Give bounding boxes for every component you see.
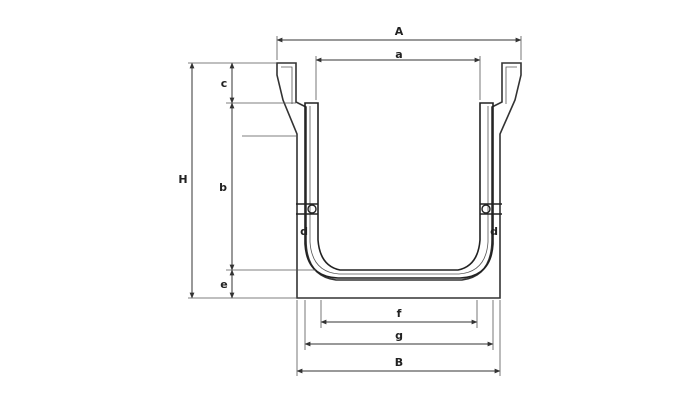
label-e: e [220,278,227,291]
channel-body-inner-line-right [505,66,517,104]
label-d-left: d [300,225,308,238]
channel-body-inner-line [281,66,293,104]
label-b: b [219,181,227,194]
label-d-right: d [490,225,498,238]
label-g: g [395,329,403,342]
steel-liner-inner [309,106,489,275]
channel-body-outline [276,62,522,299]
label-f: f [397,307,402,320]
anchor-right [480,203,502,215]
label-a: a [395,48,402,61]
label-A: A [395,25,404,38]
steel-liner-outer [304,102,494,279]
anchor-left [296,203,318,215]
label-H: H [178,173,187,186]
label-B: B [395,356,403,369]
label-c: c [221,77,228,90]
